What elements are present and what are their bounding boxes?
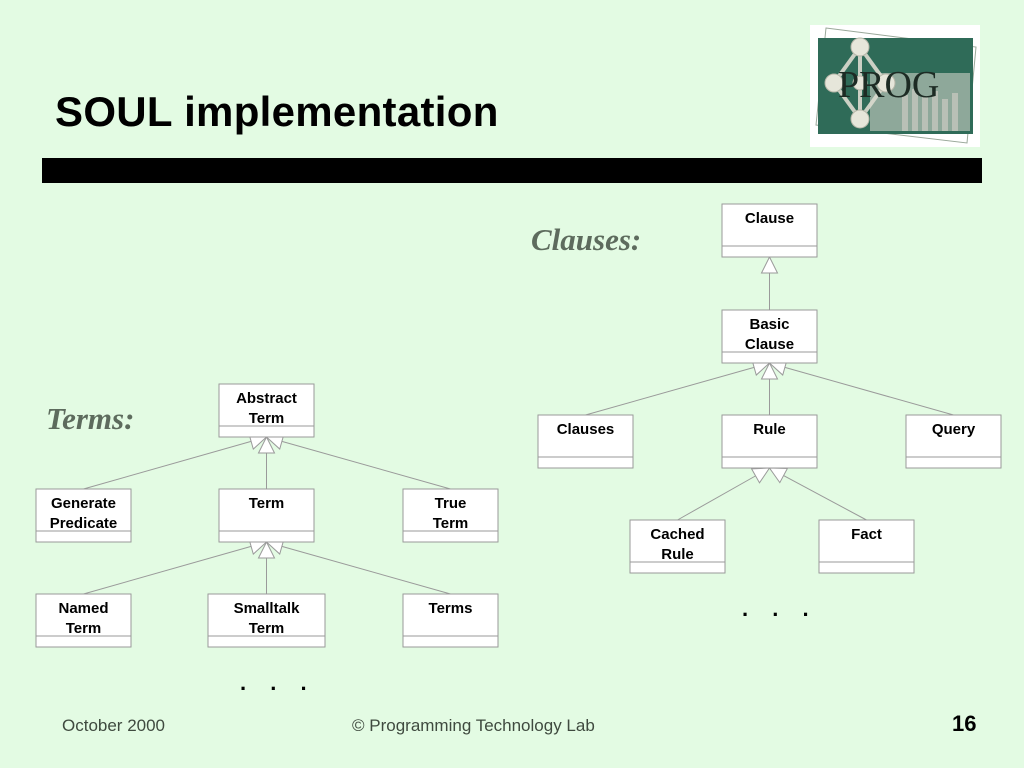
class-box-label: Clauses [557, 421, 615, 438]
class-box-label: Term [249, 620, 285, 637]
prog-logo: PROG [810, 25, 980, 147]
prog-logo-text: PROG [838, 64, 939, 106]
inheritance-line [585, 366, 755, 416]
class-box-label: Clause [745, 336, 794, 353]
class-box-clauses: Clauses [537, 414, 634, 469]
inheritance-line [83, 440, 252, 490]
class-box-label: True [435, 495, 467, 512]
class-box-label: Fact [851, 526, 882, 543]
class-box-label: Predicate [50, 515, 118, 532]
clauses-more-ellipsis: . . . [742, 596, 818, 621]
inheritance-arrow [768, 467, 789, 484]
class-box-label: Basic [749, 316, 789, 333]
inheritance-line [281, 545, 451, 595]
class-box-clause: Clause [721, 203, 818, 258]
footer-copyright: © Programming Technology Lab [352, 716, 595, 735]
inheritance-arrow [760, 361, 779, 380]
inheritance-line [281, 440, 451, 490]
class-box-label: Named [58, 600, 108, 617]
class-box-term: Term [218, 488, 315, 543]
class-box-label: Smalltalk [234, 600, 301, 617]
clauses-section-label: Clauses: [531, 222, 642, 257]
title-divider-bar [42, 158, 982, 183]
class-box-label: Abstract [236, 390, 297, 407]
terms-more-ellipsis: . . . [240, 670, 316, 695]
class-box-label: Cached [650, 526, 704, 543]
inheritance-arrow [750, 467, 771, 484]
inheritance-arrow [257, 540, 276, 559]
class-box-label: Term [249, 495, 285, 512]
class-box-label: Term [249, 410, 285, 427]
class-box-label: Clause [745, 210, 794, 227]
page-number: 16 [952, 711, 977, 736]
terms-section-label: Terms: [46, 401, 135, 436]
class-box-label: Rule [661, 546, 694, 563]
class-box-label: Term [66, 620, 102, 637]
class-box-fact: Fact [818, 519, 915, 574]
footer-date: October 2000 [62, 716, 166, 735]
class-box-label: Generate [51, 495, 116, 512]
class-box-rule: Rule [721, 414, 818, 469]
inheritance-line [784, 366, 954, 416]
class-box-query: Query [905, 414, 1002, 469]
inheritance-line [83, 545, 252, 595]
inheritance-arrow [257, 435, 276, 454]
class-box-label: Rule [753, 421, 786, 438]
class-box-label: Terms [429, 600, 473, 617]
inheritance-line [677, 475, 756, 521]
class-box-terms: Terms [402, 593, 499, 648]
prog-logo-image: PROG [810, 25, 980, 147]
inheritance-arrow [760, 255, 779, 274]
class-box-label: Query [932, 421, 976, 438]
inheritance-line [783, 475, 867, 521]
slide-title: SOUL implementation [55, 88, 499, 135]
class-box-label: Term [433, 515, 469, 532]
